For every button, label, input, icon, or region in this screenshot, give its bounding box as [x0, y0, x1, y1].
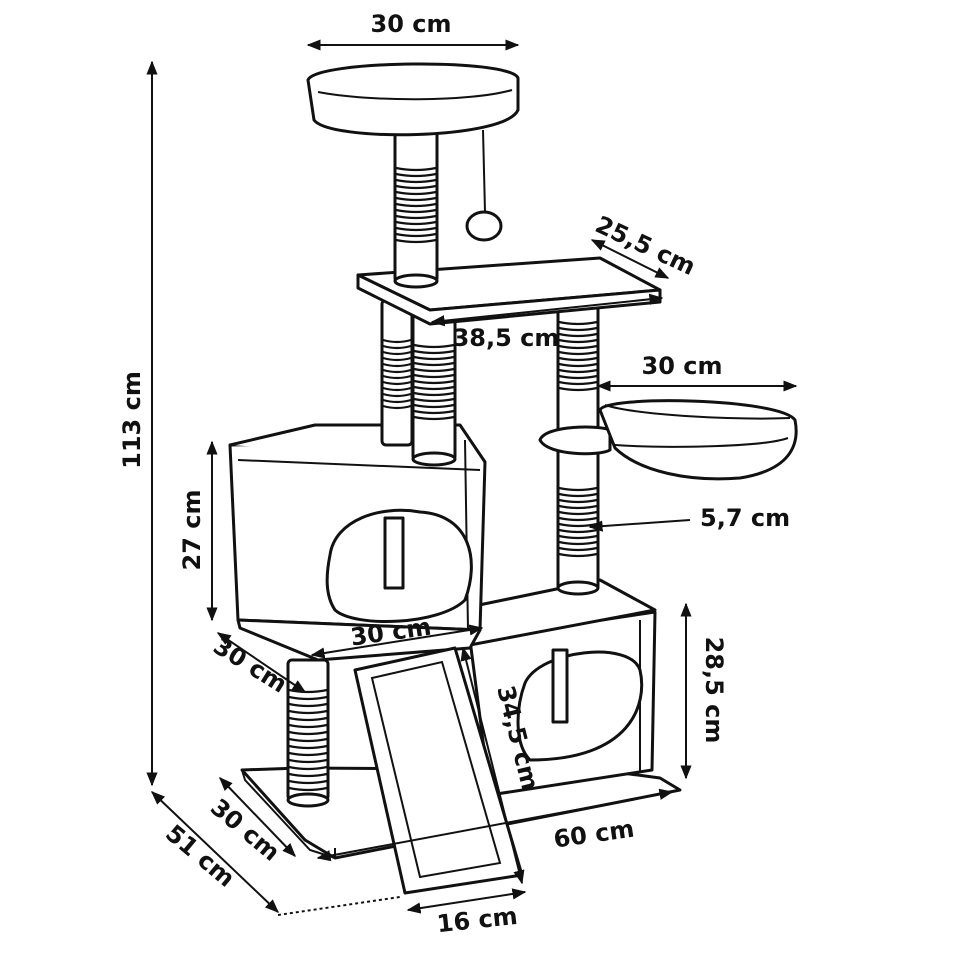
rope-stripe — [558, 332, 598, 338]
rope-stripe — [413, 355, 455, 361]
rope-stripe — [288, 772, 328, 778]
rope-stripe — [413, 415, 455, 421]
rope-stripe — [288, 737, 328, 743]
rope-stripe — [413, 367, 455, 373]
rope-stripe — [382, 362, 412, 368]
rope-stripe — [558, 540, 598, 546]
rope-stripe — [382, 350, 412, 356]
rope-stripe — [395, 202, 437, 208]
rope-stripe — [395, 220, 437, 226]
rope-stripe — [288, 751, 328, 757]
rope-stripe — [395, 190, 437, 196]
rope-stripe — [395, 214, 437, 220]
dimension-lines — [146, 39, 798, 916]
rope-stripe — [382, 338, 412, 344]
rope-stripe — [413, 349, 455, 355]
rope-stripe — [382, 344, 412, 350]
rope-stripe — [558, 344, 598, 350]
rope-stripe — [558, 338, 598, 344]
rope-stripe — [288, 730, 328, 736]
rope-stripe — [382, 386, 412, 392]
rope-stripe — [413, 403, 455, 409]
cube-inner-post — [383, 516, 405, 590]
rope-stripe — [395, 166, 437, 172]
rope-stripe — [558, 486, 598, 492]
rope-stripe — [395, 208, 437, 214]
rope-stripe — [558, 504, 598, 510]
rope-stripe — [558, 552, 598, 558]
rope-stripe — [288, 758, 328, 764]
rope-stripe — [558, 326, 598, 332]
top-perch — [306, 62, 520, 137]
rope-stripe — [288, 702, 328, 708]
label-base-width: 60 cm — [552, 815, 636, 854]
rope-stripe — [558, 492, 598, 498]
rope-stripe — [395, 184, 437, 190]
rope-stripe — [413, 343, 455, 349]
rope-stripe — [413, 379, 455, 385]
toy-ball — [465, 210, 503, 242]
label-platform-width: 38,5 cm — [453, 324, 560, 352]
rope-stripe — [558, 380, 598, 386]
rope-stripe — [382, 374, 412, 380]
rope-stripe — [558, 498, 598, 504]
label-total-height: 113 cm — [118, 371, 146, 469]
label-cube-height: 27 cm — [178, 490, 206, 571]
hammock — [538, 399, 798, 481]
rope-stripe — [382, 398, 412, 404]
rope-stripe — [288, 744, 328, 750]
rope-stripe — [382, 380, 412, 386]
rope-stripe — [558, 516, 598, 522]
rope-stripe — [413, 391, 455, 397]
rope-stripe — [558, 386, 598, 392]
rope-stripe — [395, 178, 437, 184]
rope-stripe — [558, 546, 598, 552]
rope-stripe — [288, 723, 328, 729]
rope-stripe — [288, 709, 328, 715]
rope-stripe — [558, 350, 598, 356]
rope-stripe — [558, 356, 598, 362]
rope-stripe — [288, 716, 328, 722]
rope-stripe — [558, 368, 598, 374]
rope-stripe — [382, 368, 412, 374]
rope-stripe — [413, 409, 455, 415]
rope-stripe — [395, 238, 437, 244]
rope-stripe — [413, 361, 455, 367]
rope-stripe — [382, 404, 412, 410]
rope-stripe — [395, 232, 437, 238]
rope-stripe — [413, 397, 455, 403]
rope-stripe — [413, 373, 455, 379]
rope-stripe — [558, 362, 598, 368]
rope-stripe — [413, 385, 455, 391]
label-top-platform-width: 30 cm — [371, 10, 452, 38]
top-post — [393, 128, 503, 289]
rope-stripe — [558, 534, 598, 540]
label-hammock-width: 30 cm — [642, 352, 723, 380]
label-post-diameter: 5,7 cm — [700, 504, 790, 532]
rope-stripe — [382, 356, 412, 362]
rope-stripe — [395, 196, 437, 202]
rope-stripe — [395, 226, 437, 232]
label-lower-box-height: 28,5 cm — [700, 637, 728, 744]
rope-stripe — [382, 392, 412, 398]
label-ramp-width: 16 cm — [435, 902, 518, 938]
rope-stripe — [395, 172, 437, 178]
rope-stripe — [558, 510, 598, 516]
rope-stripe — [558, 374, 598, 380]
rope-stripe — [288, 695, 328, 701]
rope-stripe — [288, 765, 328, 771]
lower-box-inner-post — [551, 648, 569, 724]
